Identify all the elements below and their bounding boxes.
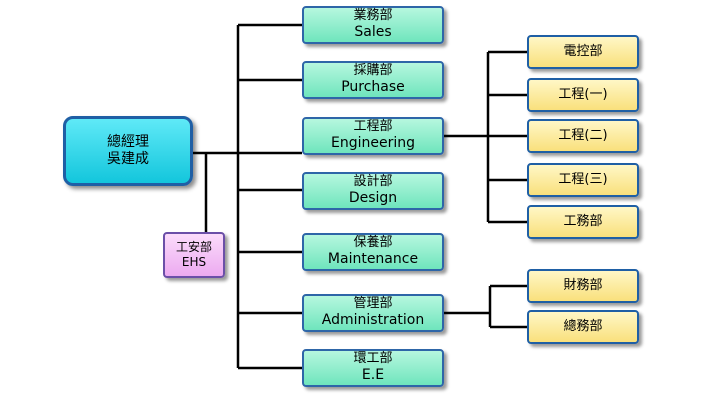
dept-zh: 業務部 [353, 8, 393, 24]
sub-electrical-control: 電控部 [527, 35, 639, 69]
sub-engineering-2: 工程(二) [527, 119, 639, 153]
general-manager-box: 總經理 吳建成 [63, 116, 193, 186]
dept-en: E.E [361, 367, 385, 384]
dept-maintenance: 保養部 Maintenance [302, 233, 444, 271]
dept-engineering: 工程部 Engineering [302, 117, 444, 155]
gm-name: 吳建成 [107, 151, 149, 167]
sub-label: 電控部 [563, 43, 603, 59]
sub-label: 工程(二) [558, 127, 608, 143]
dept-en: Engineering [331, 135, 415, 152]
ehs-zh: 工安部 [175, 240, 212, 254]
dept-zh: 採購部 [353, 63, 393, 79]
sub-general-affairs: 總務部 [527, 310, 639, 344]
dept-ee: 環工部 E.E [302, 349, 444, 387]
sub-label: 工務部 [563, 213, 603, 229]
dept-en: Design [348, 190, 398, 207]
dept-design: 設計部 Design [302, 172, 444, 210]
dept-en: Sales [354, 24, 392, 41]
dept-en: Maintenance [327, 251, 419, 268]
dept-zh: 保養部 [353, 235, 393, 251]
dept-administration: 管理部 Administration [302, 294, 444, 332]
dept-purchase: 採購部 Purchase [302, 61, 444, 99]
sub-engineering-3: 工程(三) [527, 163, 639, 197]
dept-zh: 設計部 [353, 174, 393, 190]
dept-zh: 工程部 [353, 119, 393, 135]
dept-zh: 管理部 [353, 296, 393, 312]
ehs-box: 工安部 EHS [163, 232, 225, 278]
dept-zh: 環工部 [353, 351, 393, 367]
sub-works: 工務部 [527, 205, 639, 239]
dept-en: Purchase [341, 79, 405, 96]
sub-label: 總務部 [563, 318, 603, 334]
dept-en: Administration [321, 312, 425, 329]
sub-label: 工程(三) [558, 171, 608, 187]
dept-sales: 業務部 Sales [302, 6, 444, 44]
sub-engineering-1: 工程(一) [527, 78, 639, 112]
ehs-en: EHS [181, 255, 207, 269]
sub-finance: 財務部 [527, 269, 639, 303]
gm-title: 總經理 [107, 133, 149, 150]
sub-label: 工程(一) [558, 86, 608, 102]
sub-label: 財務部 [563, 277, 603, 293]
